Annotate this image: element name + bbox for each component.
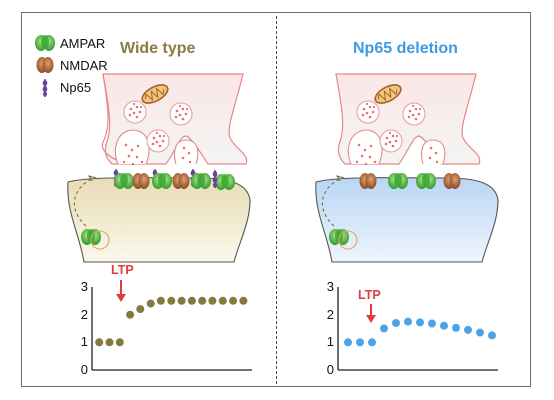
ltp-arrow-icon [116,294,126,302]
data-point [167,296,176,305]
y-tick-label: 0 [80,362,88,377]
postsynaptic-spine-right [315,173,499,263]
ltp-label: LTP [358,288,381,302]
y-tick-label: 1 [326,334,334,350]
data-point [488,331,496,340]
y-tick-label: 2 [326,306,334,322]
nmdar-icon [36,57,54,73]
panel-title-np65-deletion: Np65 deletion [353,40,458,57]
data-point [208,296,217,305]
np65-icon [42,78,48,98]
data-point [476,328,484,337]
y-tick-label: 2 [80,306,88,322]
data-point [229,296,238,305]
data-point [404,317,412,326]
data-point [126,310,135,319]
data-point [136,305,145,314]
data-point [105,338,114,347]
data-point [218,296,227,305]
y-tick-label: 3 [326,279,334,294]
ltp-label: LTP [111,263,134,277]
y-tick-label: 0 [326,362,334,377]
panel-divider [276,16,277,384]
data-point [452,323,460,332]
data-point [95,338,104,347]
legend-label-np65: Np65 [60,80,92,95]
presynaptic-terminal-right [335,73,481,166]
legend-label-nmdar: NMDAR [60,58,108,73]
data-point [368,338,376,347]
y-tick-label: 3 [80,279,88,294]
data-point [416,318,424,327]
mitochondrion-icon [141,84,169,104]
data-point [356,338,364,347]
ltp-chart-wide-type [91,280,252,371]
data-point [156,296,165,305]
postsynaptic-spine-left [67,168,251,263]
data-point [344,338,352,347]
y-tick-label: 1 [80,334,88,350]
data-point [187,296,196,305]
panel-title-wide-type: Wide type [120,40,196,57]
legend-label-ampar: AMPAR [60,36,106,51]
data-point [198,296,207,305]
data-point [464,325,472,334]
data-point [428,319,436,328]
ltp-chart-np65-deletion [337,287,498,371]
data-point [440,321,448,330]
data-point [392,319,400,327]
data-point [146,299,155,308]
data-point [239,296,248,305]
data-point [115,338,124,347]
ampar-icon [35,35,55,51]
ltp-arrow-icon [366,315,376,323]
data-point [380,324,388,333]
data-point [177,296,186,305]
presynaptic-terminal-left [101,73,248,166]
